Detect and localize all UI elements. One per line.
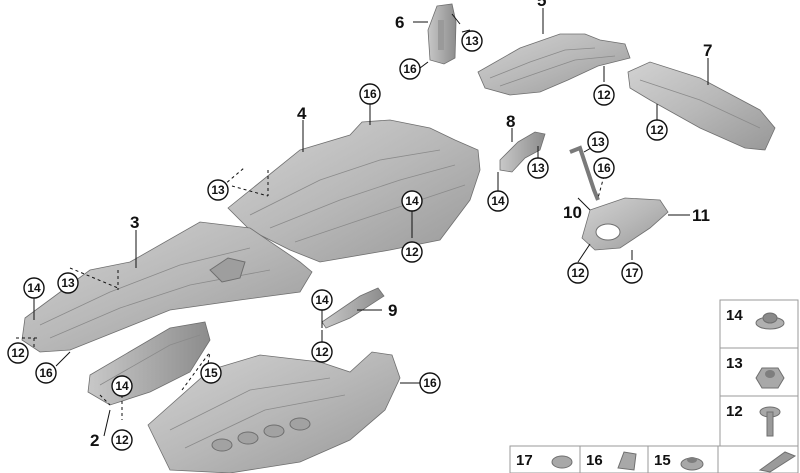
svg-text:12: 12 (650, 123, 664, 137)
fastener-label-15: 15 (654, 452, 671, 469)
svg-text:13: 13 (465, 34, 479, 48)
callout-9: 9 (388, 301, 397, 320)
part-10-rod (569, 145, 600, 201)
plate-icon (758, 451, 797, 473)
circled-callout: 14 (111, 375, 133, 397)
part-7-panel (627, 61, 776, 151)
svg-text:13: 13 (211, 183, 225, 197)
part-4-panel (227, 119, 481, 263)
svg-text:12: 12 (405, 245, 419, 259)
nut-icon (551, 455, 573, 469)
part-11-bracket (581, 197, 669, 251)
fastener-label-16: 16 (586, 452, 603, 469)
circled-callout: 13 (461, 30, 483, 52)
part-5-duct (477, 33, 631, 96)
callout-2: 2 (90, 431, 99, 450)
callout-7: 7 (703, 41, 712, 60)
svg-text:13: 13 (531, 161, 545, 175)
circled-callout: 12 (646, 119, 668, 141)
callout-11: 11 (692, 206, 710, 225)
callout-4: 4 (297, 104, 307, 123)
svg-text:16: 16 (597, 161, 611, 175)
circled-callout: 14 (401, 190, 423, 212)
fastener-label-13: 13 (726, 355, 743, 372)
circled-callout: 16 (35, 362, 57, 384)
svg-text:12: 12 (315, 345, 329, 359)
screw-icon (759, 406, 781, 437)
fastener-label-12: 12 (726, 403, 743, 420)
svg-text:14: 14 (27, 281, 41, 295)
svg-text:16: 16 (423, 376, 437, 390)
fastener-label-14: 14 (726, 307, 743, 324)
svg-text:12: 12 (597, 88, 611, 102)
svg-text:14: 14 (115, 379, 129, 393)
svg-text:16: 16 (363, 87, 377, 101)
circled-callout: 16 (399, 58, 421, 80)
circled-callout: 13 (587, 131, 609, 153)
circled-callouts: 13 16 12 12 16 13 14 12 13 14 13 16 12 1… (7, 30, 668, 451)
part-6-bracket (427, 3, 457, 65)
svg-text:17: 17 (625, 266, 639, 280)
leader-lines (16, 8, 709, 437)
circled-callout: 17 (621, 262, 643, 284)
svg-text:14: 14 (315, 293, 329, 307)
clip-icon (617, 451, 637, 471)
svg-text:12: 12 (115, 433, 129, 447)
svg-text:13: 13 (61, 276, 75, 290)
circled-callout: 14 (487, 190, 509, 212)
svg-text:12: 12 (11, 346, 25, 360)
clip-nut-icon (755, 312, 785, 330)
circled-callout: 13 (57, 272, 79, 294)
circled-callout: 12 (593, 84, 615, 106)
fastener-label-17: 17 (516, 452, 533, 469)
svg-text:12: 12 (571, 266, 585, 280)
circled-callout: 12 (311, 341, 333, 363)
callout-6: 6 (395, 13, 404, 32)
svg-text:15: 15 (204, 366, 218, 380)
svg-text:14: 14 (405, 194, 419, 208)
svg-text:13: 13 (591, 135, 605, 149)
circled-callout: 16 (359, 83, 381, 105)
circled-callout: 12 (401, 241, 423, 263)
circled-callout: 14 (23, 277, 45, 299)
circled-callout: 13 (527, 157, 549, 179)
callout-8: 8 (506, 112, 515, 131)
circled-callout: 16 (419, 372, 441, 394)
svg-text:14: 14 (491, 194, 505, 208)
circled-callout: 13 (207, 179, 229, 201)
circled-callout: 12 (111, 429, 133, 451)
svg-text:16: 16 (403, 62, 417, 76)
circled-callout: 15 (200, 362, 222, 384)
fastener-table-bottom: 17 16 15 (509, 445, 799, 473)
callout-3: 3 (130, 213, 139, 232)
callout-10: 10 (563, 203, 582, 222)
callout-5: 5 (537, 0, 546, 10)
hex-nut-icon (755, 367, 785, 389)
circled-callout: 16 (593, 157, 615, 179)
callout-numbers: 6 5 7 4 8 10 11 3 9 2 (90, 0, 712, 450)
part-9-strip (321, 287, 385, 329)
part-8-bracket (499, 131, 546, 173)
fastener-table-side: 14 13 12 (719, 299, 799, 447)
washer-nut-icon (680, 457, 704, 471)
svg-text:16: 16 (39, 366, 53, 380)
circled-callout: 14 (311, 289, 333, 311)
circled-callout: 12 (7, 342, 29, 364)
part-3-panel (21, 221, 313, 353)
circled-callout: 12 (567, 262, 589, 284)
